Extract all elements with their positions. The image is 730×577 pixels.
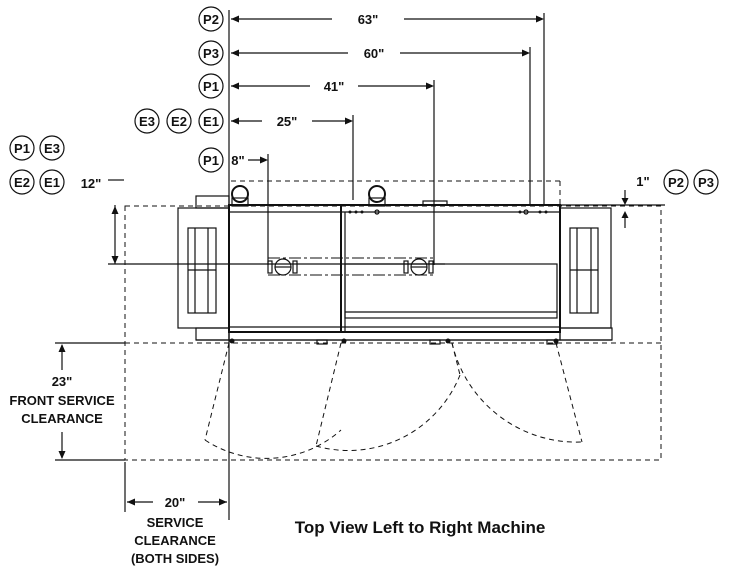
svg-text:CLEARANCE: CLEARANCE (134, 533, 216, 548)
dimension-63: 63" (231, 12, 545, 205)
connector-left (267, 258, 298, 276)
dimension-60: 60" (231, 46, 531, 205)
dimension-side-clearance: 20" SERVICE CLEARANCE (BOTH SIDES) (124, 462, 227, 566)
svg-text:P3: P3 (203, 46, 219, 61)
svg-text:P1: P1 (203, 153, 219, 168)
dimension-41: 41" (231, 79, 435, 265)
dimension-8: 8" (231, 153, 269, 265)
svg-text:63": 63" (358, 12, 379, 27)
svg-text:P3: P3 (698, 175, 714, 190)
svg-text:FRONT SERVICE: FRONT SERVICE (9, 393, 115, 408)
svg-text:(BOTH SIDES): (BOTH SIDES) (131, 551, 219, 566)
svg-text:25": 25" (277, 114, 298, 129)
svg-text:20": 20" (165, 495, 186, 510)
marker-e1: E1 (198, 108, 224, 134)
marker-p3: P3 (198, 40, 224, 66)
svg-text:P2: P2 (668, 175, 684, 190)
svg-text:E3: E3 (139, 114, 155, 129)
svg-text:E1: E1 (44, 175, 60, 190)
svg-text:60": 60" (364, 46, 385, 61)
svg-text:41": 41" (324, 79, 345, 94)
marker-group-left: P1 E3 E2 E1 (9, 135, 65, 195)
svg-text:E1: E1 (203, 114, 219, 129)
svg-text:SERVICE: SERVICE (147, 515, 204, 530)
marker-p1: P1 (198, 73, 224, 99)
right-side-panel (559, 207, 613, 341)
svg-text:E2: E2 (171, 114, 187, 129)
svg-text:12": 12" (81, 176, 102, 191)
svg-text:P1: P1 (14, 141, 30, 156)
svg-text:CLEARANCE: CLEARANCE (21, 411, 103, 426)
dimension-25: 25" (231, 114, 354, 200)
dimension-front-clearance: 23" FRONT SERVICE CLEARANCE (9, 342, 125, 461)
marker-p2: P2 (198, 6, 224, 32)
left-side-panel (177, 207, 230, 341)
svg-text:E2: E2 (14, 175, 30, 190)
marker-group-right: P2 P3 (663, 169, 719, 195)
marker-e3: E3 (134, 108, 160, 134)
svg-text:8": 8" (231, 153, 244, 168)
svg-text:E3: E3 (44, 141, 60, 156)
marker-e2: E2 (166, 108, 192, 134)
marker-p1-small: P1 (198, 147, 224, 173)
top-fixtures (195, 185, 548, 215)
door-swing-left (204, 342, 342, 459)
svg-text:1": 1" (636, 174, 649, 189)
dimension-12: 12" (81, 176, 445, 265)
base-feet (229, 338, 559, 345)
diagram-title: Top View Left to Right Machine (295, 518, 546, 537)
svg-text:P2: P2 (203, 12, 219, 27)
door-swing-right (315, 342, 583, 451)
svg-text:P1: P1 (203, 79, 219, 94)
service-clearance-outline (124, 205, 662, 461)
dimension-1: 1" (560, 174, 665, 228)
connector-right (403, 258, 434, 276)
svg-text:23": 23" (52, 374, 73, 389)
